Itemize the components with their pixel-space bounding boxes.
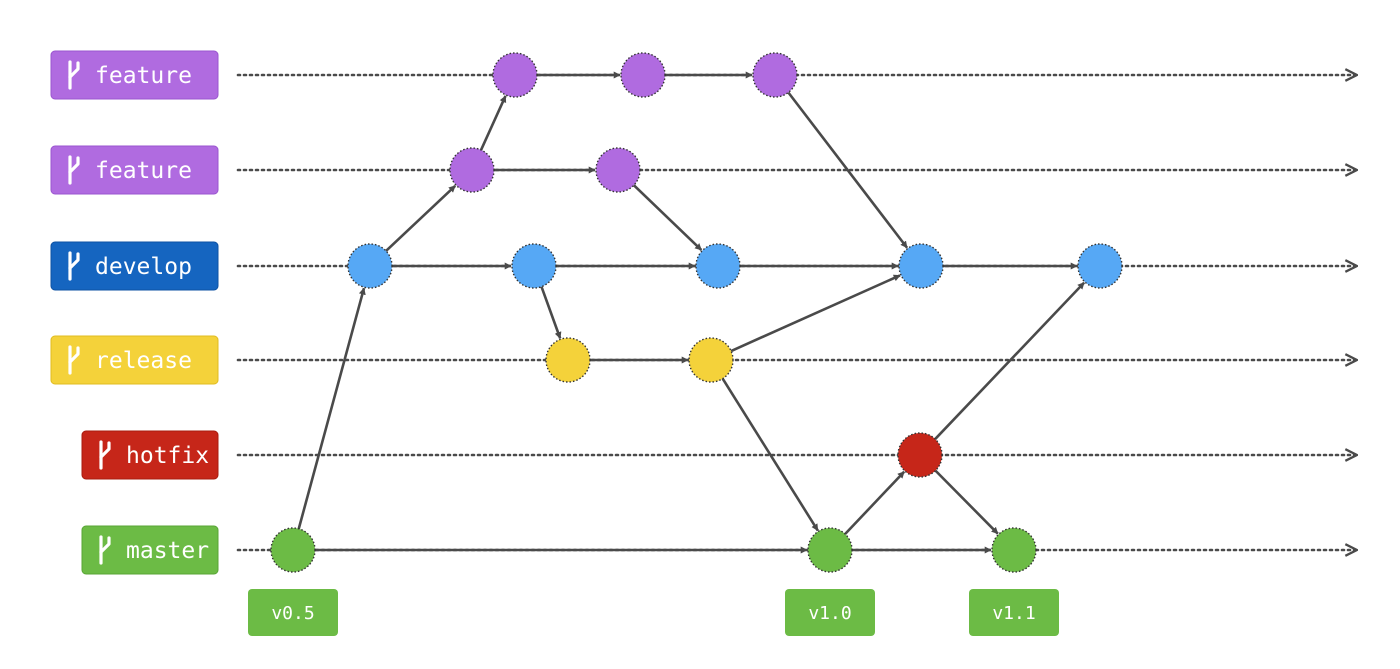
commit-node-r2 bbox=[688, 337, 734, 383]
branch-label-master: master bbox=[81, 525, 219, 575]
commit-nodes bbox=[270, 52, 1123, 573]
edge-m1-d1 bbox=[297, 287, 366, 530]
edge-h1-d5 bbox=[934, 281, 1086, 440]
version-tag-label: v1.1 bbox=[992, 603, 1035, 624]
branch-label-feature1: feature bbox=[50, 50, 219, 100]
branch-label-text: develop bbox=[95, 254, 192, 280]
version-tag-label: v1.0 bbox=[808, 603, 851, 624]
git-branch-icon bbox=[68, 345, 80, 375]
commit-node-m2 bbox=[807, 527, 853, 573]
branch-label-feature2: feature bbox=[50, 145, 219, 195]
commit-edges bbox=[297, 71, 1086, 554]
commit-node-f1a bbox=[492, 52, 538, 98]
git-branch-icon bbox=[68, 155, 80, 185]
commit-node-f1c bbox=[752, 52, 798, 98]
branch-labels: feature feature develop release hotfix master bbox=[50, 50, 219, 575]
edge-m2-h1 bbox=[844, 470, 906, 535]
branch-lanes bbox=[236, 75, 1359, 550]
version-tag: v0.5 bbox=[248, 589, 338, 636]
commit-node-f2b bbox=[595, 147, 641, 193]
version-tag-label: v0.5 bbox=[271, 603, 314, 624]
edge-r2-d4 bbox=[730, 274, 901, 353]
branch-label-text: feature bbox=[95, 63, 192, 89]
commit-node-h1 bbox=[897, 432, 943, 478]
edge-f2a-f1a bbox=[479, 95, 507, 151]
branch-label-develop: develop bbox=[50, 241, 219, 291]
edge-f2b-d3 bbox=[632, 184, 703, 252]
commit-node-m3 bbox=[991, 527, 1037, 573]
version-tags: v0.5 v1.0 v1.1 bbox=[248, 589, 1059, 636]
edge-f1c-d4 bbox=[787, 91, 909, 249]
git-branch-icon bbox=[68, 251, 80, 281]
commit-node-m1 bbox=[270, 527, 316, 573]
git-branch-icon bbox=[99, 440, 111, 470]
branch-label-text: master bbox=[126, 538, 209, 564]
commit-node-d5 bbox=[1077, 243, 1123, 289]
commit-node-d2 bbox=[511, 243, 557, 289]
branch-label-text: feature bbox=[95, 158, 192, 184]
branch-label-release: release bbox=[50, 335, 219, 385]
commit-node-d3 bbox=[695, 243, 741, 289]
git-branch-icon bbox=[68, 60, 80, 90]
commit-node-r1 bbox=[545, 337, 591, 383]
git-branch-icon bbox=[99, 535, 111, 565]
commit-node-d4 bbox=[898, 243, 944, 289]
branch-label-text: release bbox=[95, 348, 192, 374]
branch-label-text: hotfix bbox=[126, 443, 209, 469]
commit-node-f1b bbox=[620, 52, 666, 98]
commit-node-f2a bbox=[449, 147, 495, 193]
version-tag: v1.1 bbox=[969, 589, 1059, 636]
edge-d1-f2a bbox=[385, 184, 457, 252]
edge-h1-m3 bbox=[934, 469, 999, 535]
version-tag: v1.0 bbox=[785, 589, 875, 636]
commit-node-d1 bbox=[347, 243, 393, 289]
edge-r2-m2 bbox=[721, 377, 819, 532]
edge-d2-r1 bbox=[540, 286, 562, 340]
branch-label-hotfix: hotfix bbox=[81, 430, 219, 480]
